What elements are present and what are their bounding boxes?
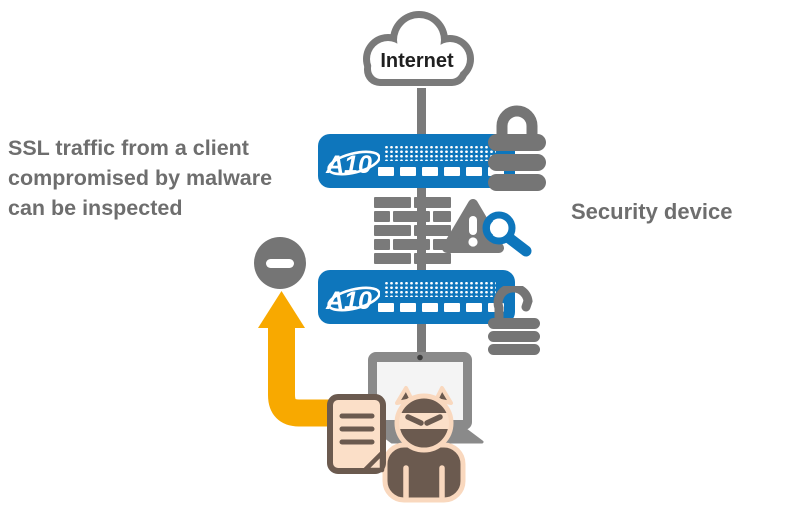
malware-actor-icon [378, 385, 470, 508]
lock-open-icon [484, 283, 550, 363]
a10-appliance-top: A10 [318, 134, 515, 188]
appliance-vents [384, 281, 496, 297]
a10-appliance-bottom: A10 [318, 270, 515, 324]
appliance-vents [384, 145, 496, 161]
internet-label: Internet [380, 50, 454, 72]
caption-line-2: compromised by malware [8, 166, 273, 190]
network-link-line [417, 88, 426, 358]
svg-text:A10: A10 [325, 151, 372, 179]
magnifier-icon [479, 209, 535, 264]
caption-line-3: can be inspected [8, 196, 183, 220]
caption-line-1: SSL traffic from a client [8, 136, 249, 160]
appliance-ports [378, 167, 504, 176]
malware-document-icon [325, 392, 389, 483]
up-arrow-icon [250, 280, 360, 435]
security-device-label: Security device [571, 199, 733, 224]
internet-cloud-icon [352, 4, 482, 96]
minus-bar [266, 258, 294, 268]
lock-closed-icon [486, 92, 548, 199]
block-icon [254, 237, 306, 289]
a10-logo: A10 [325, 150, 380, 179]
a10-logo: A10 [325, 286, 380, 315]
firewall-icon [374, 197, 451, 264]
svg-text:A10: A10 [325, 287, 372, 315]
left-caption: SSL traffic from a client compromised by… [8, 133, 328, 223]
